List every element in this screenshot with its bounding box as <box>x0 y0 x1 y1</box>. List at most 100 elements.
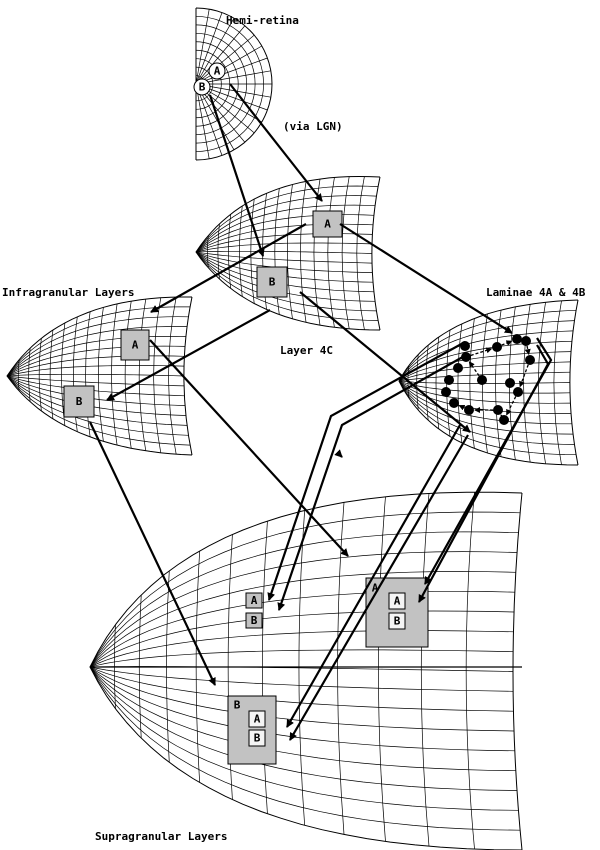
retina-point-b-label: B <box>199 81 206 94</box>
radial-line <box>89 511 521 668</box>
supra-right-inner-b-label: B <box>394 615 401 628</box>
4c-a-to-laminae-arrow <box>339 223 513 334</box>
infragranular-grid <box>6 296 193 456</box>
laminae-dots <box>441 334 535 425</box>
lamina-dot <box>441 387 451 397</box>
4c-b-to-infra-arrow <box>106 309 271 401</box>
laminae-to-supra-left-b-arrow <box>289 434 469 741</box>
laminae-to-supra-right-b-arrow <box>418 344 550 603</box>
radial-line <box>89 590 515 668</box>
laminae-to-supra-small-a-arrow <box>267 341 466 601</box>
hemi-retina-label: Hemi-retina <box>226 14 299 27</box>
lamina-internal-arrow <box>501 340 513 346</box>
radial-line <box>398 309 577 382</box>
supra-right-inner-b <box>388 612 406 630</box>
radial-line <box>6 373 184 377</box>
radial-line <box>195 185 379 253</box>
spacer-arrow <box>334 449 343 458</box>
supra-right-outer-label: A <box>372 582 379 595</box>
radial-line <box>398 380 575 445</box>
radial-line <box>6 326 188 377</box>
layer-4c-label: Layer 4C <box>280 344 333 357</box>
layer-4c-grid <box>195 175 381 331</box>
lamina-dot <box>449 398 459 408</box>
radial-line <box>89 571 516 668</box>
radial-line <box>398 371 571 382</box>
radial-line <box>89 666 514 692</box>
radial-line <box>89 491 523 668</box>
supra-left-inner-b <box>248 729 266 747</box>
retina-point-a-label: A <box>214 65 221 78</box>
4c-a-to-infra-arrow <box>150 223 307 313</box>
radial-line <box>89 666 515 752</box>
supra-small-box-a-label: A <box>251 594 258 607</box>
laminae-to-supra-left-a-arrow <box>286 424 461 728</box>
lamina-dot <box>493 405 503 415</box>
supra-small-box-a <box>245 592 263 609</box>
radial-line <box>6 306 191 377</box>
retina-point-a <box>208 62 226 80</box>
radial-line <box>6 375 188 426</box>
circ-line <box>371 176 381 331</box>
lamina-internal-arrow <box>458 404 466 411</box>
laminae-to-supra-small-b-arrow <box>277 353 469 611</box>
radial-line <box>6 375 185 387</box>
radial-line <box>89 666 519 811</box>
layer-4c-box-a-label: A <box>324 218 331 231</box>
radial-line <box>398 320 575 382</box>
infra-a-to-supra-arrow <box>149 339 349 557</box>
lamina-dot <box>513 387 523 397</box>
radial-line <box>398 380 570 384</box>
radial-line <box>195 251 373 264</box>
retina-spoke <box>195 12 223 85</box>
radial-line <box>89 531 519 668</box>
circ-line <box>512 492 523 850</box>
retina-spoke <box>195 83 210 159</box>
radial-line <box>6 296 192 377</box>
lamina-internal-arrow <box>524 345 531 356</box>
radial-line <box>398 299 579 382</box>
supragranular-label: Supragranular Layers <box>95 830 227 843</box>
retina-spoke <box>195 83 223 156</box>
circ-line <box>183 296 193 456</box>
lamina-dot <box>477 375 487 385</box>
retina-spoke <box>195 57 268 85</box>
retina-b-to-4c-arrow <box>208 94 265 257</box>
lamina-internal-arrow <box>506 396 517 416</box>
radial-line <box>89 666 521 831</box>
layer-4c-box-b <box>256 266 288 298</box>
laminae-label: Laminae 4A & 4B <box>486 286 586 299</box>
radial-line <box>6 375 186 416</box>
lamina-dot <box>521 336 531 346</box>
supra-left-inner-a <box>248 710 266 728</box>
radial-line <box>398 380 577 456</box>
infragranular-box-b <box>63 385 95 418</box>
radial-line <box>6 375 191 446</box>
radial-line <box>6 365 185 377</box>
lamina-dot <box>453 363 463 373</box>
supra-left-inner-a-label: A <box>254 713 261 726</box>
layer-4c-box-b-label: B <box>269 276 276 289</box>
lamina-dot <box>492 342 502 352</box>
retina-spoke <box>195 25 246 85</box>
supra-small-box-b-label: B <box>251 614 258 627</box>
lamina-dot <box>464 405 474 415</box>
lamina-dot <box>444 375 454 385</box>
lamina-internal-arrow <box>468 361 480 377</box>
radial-line <box>195 175 381 253</box>
supra-right-inner-a-label: A <box>394 595 401 608</box>
via-lgn-label: (via LGN) <box>283 120 343 133</box>
radial-line <box>398 380 571 404</box>
radial-line <box>6 316 189 377</box>
lamina-dot <box>505 378 515 388</box>
radial-line <box>195 250 372 254</box>
laminae-4a-4b-grid <box>398 299 579 466</box>
radial-line <box>195 251 379 321</box>
supragranular-grid <box>89 491 523 850</box>
lamina-internal-arrow <box>519 364 529 388</box>
radial-line <box>195 204 376 253</box>
infragranular-box-a-label: A <box>132 339 139 352</box>
radial-line <box>89 649 514 668</box>
lamina-dot <box>525 355 535 365</box>
